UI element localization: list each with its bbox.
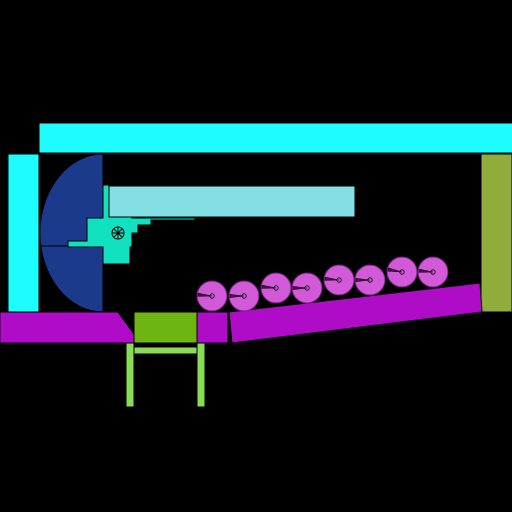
ball-orientation-marker	[261, 284, 277, 289]
ball-hub	[241, 293, 247, 299]
ball-orientation-marker	[387, 267, 403, 273]
left-platform[interactable]	[0, 311, 135, 344]
ball[interactable]	[260, 272, 292, 304]
ball-orientation-marker	[197, 292, 213, 297]
right-wall[interactable]	[480, 153, 512, 313]
top-beam[interactable]	[38, 122, 512, 154]
ball-orientation-marker	[324, 276, 340, 281]
ball[interactable]	[291, 272, 323, 304]
ball[interactable]	[323, 264, 355, 296]
ball-hub	[304, 285, 310, 291]
ball-orientation-marker	[355, 278, 371, 282]
ball[interactable]	[196, 280, 228, 312]
slide-bar[interactable]	[108, 185, 356, 218]
ball-orientation-marker	[229, 294, 245, 298]
left-wall[interactable]	[7, 153, 40, 313]
ball[interactable]	[228, 280, 260, 312]
ball-orientation-marker	[418, 268, 434, 273]
ladder[interactable]	[125, 342, 206, 408]
ladder-right-rail	[196, 342, 206, 408]
ball-hub	[399, 269, 405, 275]
ball-hub	[430, 269, 436, 275]
pivot-icon[interactable]	[111, 226, 125, 240]
ball[interactable]	[386, 256, 418, 288]
ball-orientation-marker	[292, 286, 308, 290]
sloped-ramp[interactable]	[228, 282, 483, 344]
left-platform-cut	[117, 311, 135, 335]
ball[interactable]	[417, 256, 449, 288]
ball-hub	[367, 277, 373, 283]
ball-hub	[336, 277, 342, 283]
quarter-disc[interactable]	[39, 153, 104, 313]
middle-platform[interactable]	[196, 311, 229, 344]
ladder-left-rail	[125, 342, 135, 408]
ball-hub	[273, 285, 279, 291]
ball[interactable]	[354, 264, 386, 296]
gate-block[interactable]	[133, 311, 198, 344]
ball-hub	[209, 293, 215, 299]
balls-group	[196, 256, 449, 312]
ladder-rung	[133, 346, 198, 355]
